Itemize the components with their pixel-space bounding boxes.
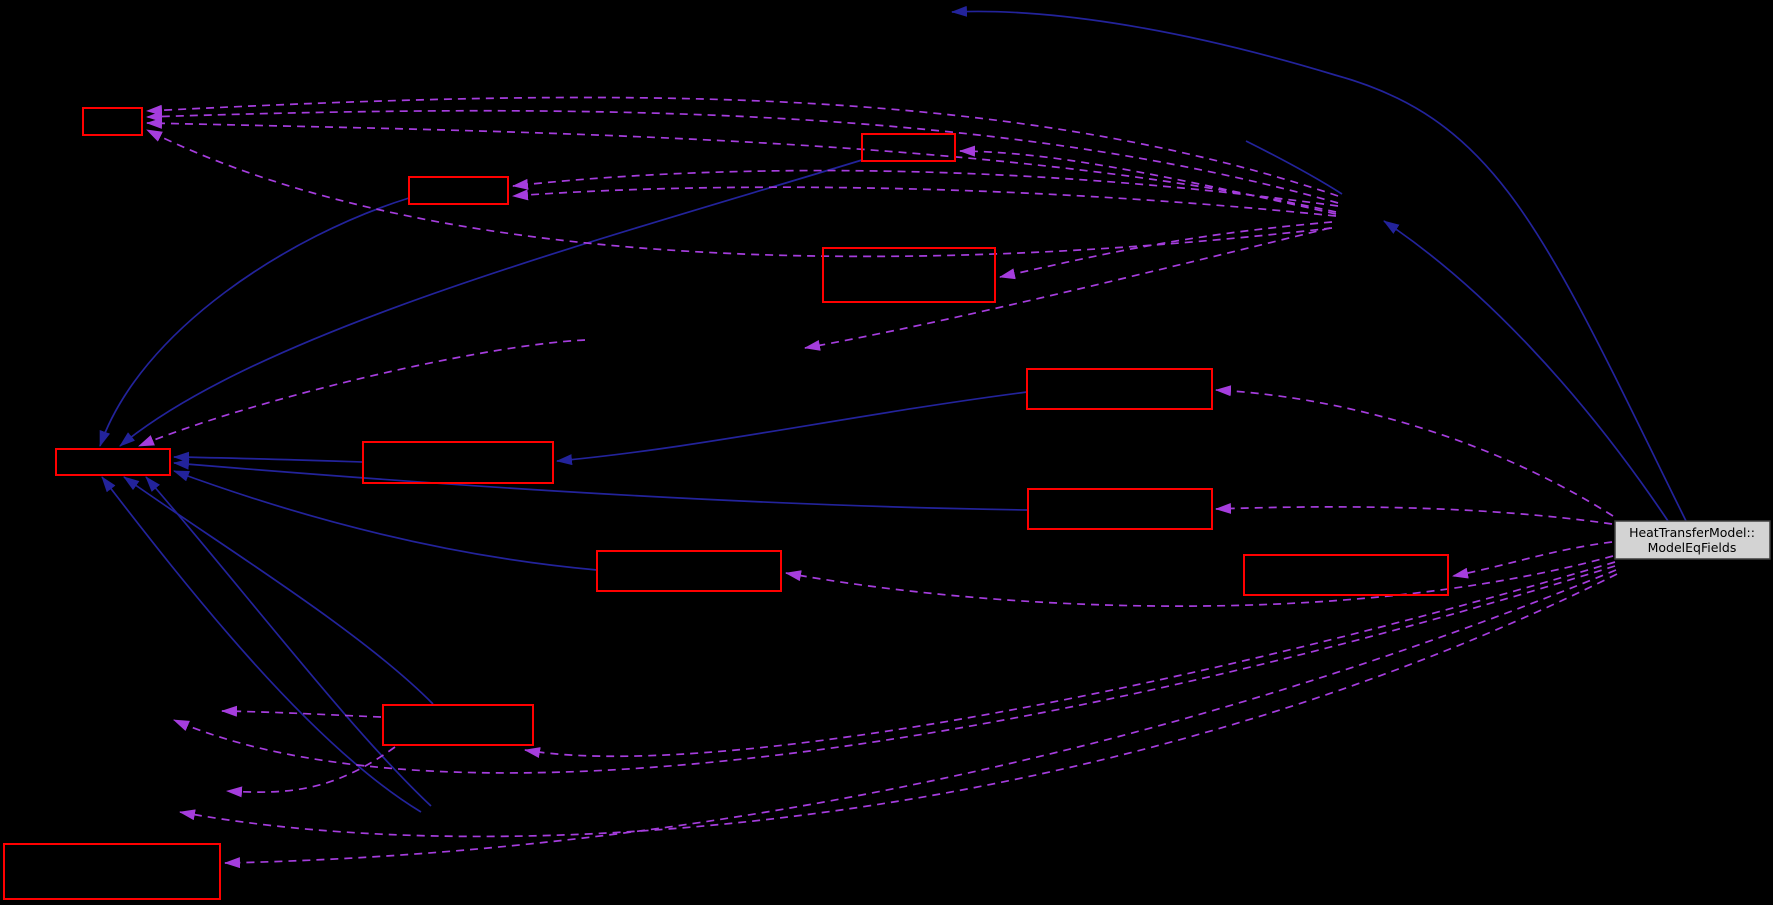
node-box-2[interactable] (408, 176, 509, 205)
node-box-11[interactable] (382, 704, 534, 746)
edge-main-to-top-arrow (951, 5, 1687, 522)
edge-main-to-free-b (173, 565, 1616, 774)
node-box-8[interactable] (1027, 488, 1213, 530)
edge-box9-to-box6 (173, 470, 598, 571)
edge-box11-to-box6 (123, 476, 434, 705)
edge-hub-to-free-mid (804, 227, 1331, 351)
edge-main-to-hub (1383, 220, 1669, 522)
node-box-1[interactable] (82, 107, 143, 136)
edge-box11-to-free-d (226, 746, 396, 798)
edge-box11-to-free-a (221, 705, 382, 718)
edge-hub-to-box4 (999, 221, 1333, 280)
edge-lower-curve-b-to-box6 (101, 476, 422, 813)
edge-hub-to-box1-d (146, 129, 1333, 258)
edge-hub-to-box2-b (512, 186, 1337, 217)
edge-hub-to-box3 (959, 145, 1337, 215)
edge-hub-to-box2-a (512, 169, 1339, 207)
edge-main-to-box10 (1452, 541, 1613, 579)
edge-hub-to-box1-b (146, 109, 1339, 204)
node-box-7[interactable] (362, 441, 554, 484)
main-node-box (1614, 520, 1771, 560)
edge-box7-to-box6 (173, 451, 364, 463)
edge-lower-curve-a-to-box6 (145, 476, 432, 807)
node-box-10[interactable] (1243, 554, 1449, 596)
edge-hub-to-box1-a (146, 96, 1339, 197)
edge-main-to-box5 (1215, 385, 1614, 517)
node-box-5[interactable] (1026, 368, 1213, 410)
node-box-3[interactable] (861, 133, 956, 162)
node-box-9[interactable] (596, 550, 782, 592)
edge-box2-to-box6 (99, 197, 410, 447)
edge-box5-to-box7 (556, 391, 1028, 466)
edge-box8-to-box6 (173, 458, 1029, 511)
edge-main-to-box11 (524, 561, 1616, 758)
edge-free-to-box6-top (138, 339, 586, 447)
node-box-4[interactable] (822, 247, 996, 303)
edge-main-to-box9 (785, 555, 1614, 607)
main-node-label-line1: HeatTransferModel:: (1629, 525, 1755, 540)
edge-hub-segment (1245, 140, 1343, 195)
main-node: HeatTransferModel:: ModelEqFields (1614, 520, 1771, 560)
main-node-label-line2: ModelEqFields (1648, 540, 1737, 555)
edge-box3-to-box6 (119, 159, 863, 447)
node-box-12[interactable] (3, 843, 221, 900)
edge-hub-to-box1-c (146, 117, 1337, 213)
edge-main-to-free-c (179, 573, 1618, 838)
node-box-6[interactable] (55, 448, 171, 476)
